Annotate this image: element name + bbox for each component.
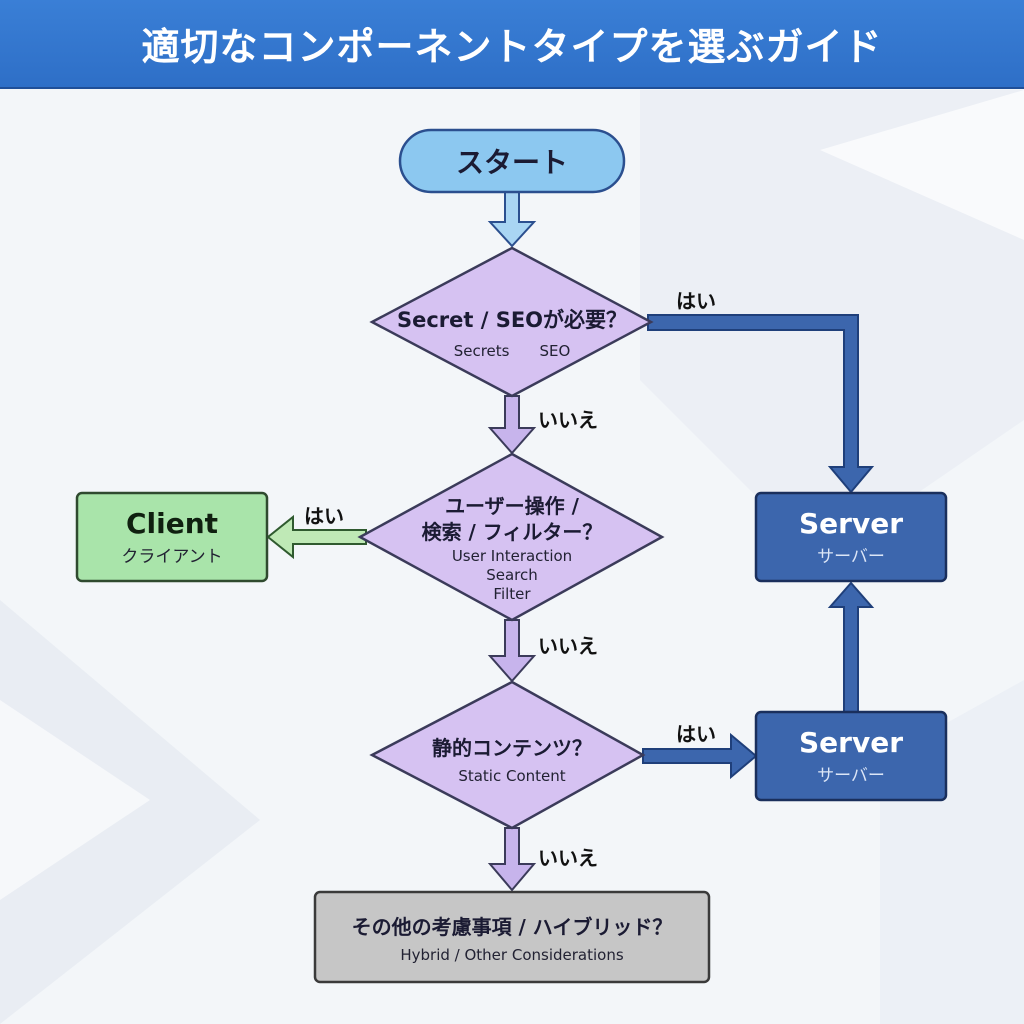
secret-question: Secret / SEOが必要？ xyxy=(396,307,628,332)
server-node-bottom xyxy=(754,710,948,802)
arrow-static-yes xyxy=(642,732,758,780)
edge-label-static-yes: はい xyxy=(676,722,716,746)
interaction-subtext-line2: Search xyxy=(486,565,538,584)
edge-label-interaction-yes: はい xyxy=(304,504,344,528)
server-bottom-sublabel: サーバー xyxy=(817,766,885,786)
interaction-question-line2: 検索 / フィルター？ xyxy=(421,519,603,544)
edge-label-interaction-no: いいえ xyxy=(538,634,598,658)
client-label-box: Client クライアント xyxy=(77,493,267,581)
hybrid-node xyxy=(313,890,711,984)
header-bar: 適切なコンポーネントタイプを選ぶガイド xyxy=(0,0,1024,89)
interaction-subtext-line3: Filter xyxy=(493,584,531,603)
interaction-subtext-line1: User Interaction xyxy=(451,546,573,565)
interaction-label-box: ユーザー操作 / 検索 / フィルター？ User Interaction Se… xyxy=(380,488,644,608)
interaction-question-line1: ユーザー操作 / xyxy=(445,493,579,518)
client-label: Client xyxy=(125,507,219,540)
arrow-static-no xyxy=(487,827,537,892)
hybrid-sublabel: Hybrid / Other Considerations xyxy=(400,945,624,964)
secret-label-box: Secret / SEOが必要？ Secrets SEO xyxy=(372,300,652,364)
arrow-secret-yes xyxy=(647,314,875,494)
static-subtext: Static Content xyxy=(458,766,566,785)
arrow-start-to-secret xyxy=(487,191,537,248)
server-bottom-label-box: Server サーバー xyxy=(756,712,946,800)
decision-secret-seo xyxy=(369,246,654,398)
edge-label-secret-no: いいえ xyxy=(538,408,598,432)
decision-static-content xyxy=(369,680,646,830)
arrow-server-up xyxy=(827,581,875,713)
server-node-top xyxy=(754,491,948,583)
server-bottom-label: Server xyxy=(798,726,903,759)
start-label-box: スタート xyxy=(400,130,624,192)
edge-label-static-no: いいえ xyxy=(538,846,598,870)
page-title: 適切なコンポーネントタイプを選ぶガイド xyxy=(141,25,883,69)
arrow-secret-no xyxy=(487,395,537,455)
arrow-interaction-no xyxy=(487,619,537,683)
static-label-box: 静的コンテンツ？ Static Content xyxy=(380,728,644,788)
secret-subtext: Secrets SEO xyxy=(453,341,571,360)
client-sublabel: クライアント xyxy=(121,547,223,567)
hybrid-label: その他の考慮事項 / ハイブリッド？ xyxy=(351,914,673,939)
static-question: 静的コンテンツ？ xyxy=(432,735,592,760)
server-top-label-box: Server サーバー xyxy=(756,493,946,581)
hybrid-label-box: その他の考慮事項 / ハイブリッド？ Hybrid / Other Consid… xyxy=(315,892,709,982)
client-node xyxy=(75,491,269,583)
decision-user-interaction xyxy=(357,452,665,622)
server-top-sublabel: サーバー xyxy=(817,547,885,567)
start-label: スタート xyxy=(455,146,568,179)
server-top-label: Server xyxy=(798,507,903,540)
edge-label-secret-yes: はい xyxy=(676,289,716,313)
arrow-interaction-yes xyxy=(266,514,367,560)
start-node xyxy=(398,128,626,194)
